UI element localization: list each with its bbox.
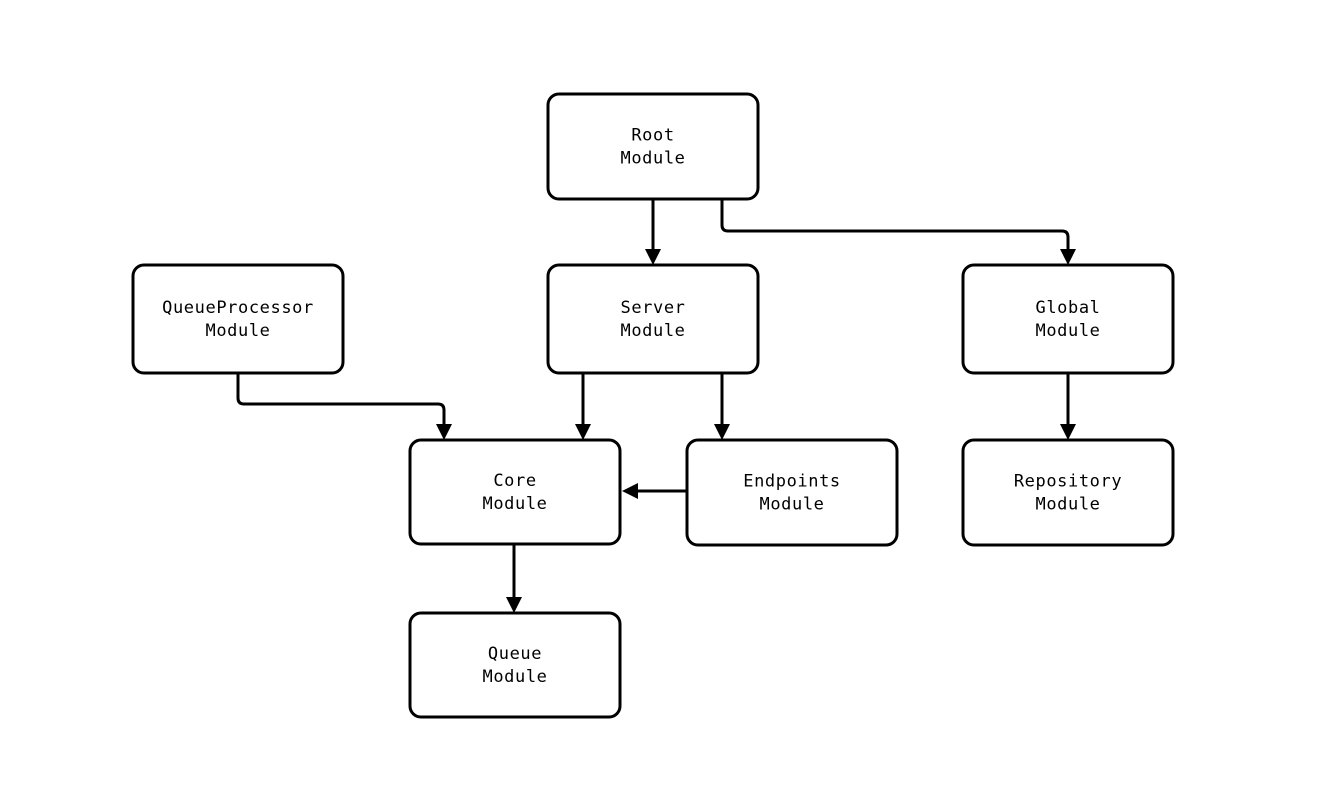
root-module-node-shape[interactable] (546, 92, 760, 201)
edges-layer (236, 199, 1076, 613)
queueprocessor-module-node-label-line2: Module (205, 321, 270, 341)
server-module-node-shape[interactable] (546, 263, 760, 375)
queue-module-node-shape[interactable] (408, 611, 622, 719)
core-module-node-label-line2: Module (482, 494, 547, 514)
edge-global-to-repository (1060, 373, 1076, 440)
edge-endpoints-to-core-arrowhead-icon (622, 483, 638, 499)
edge-queueprocessor-to-core (236, 373, 452, 440)
queueprocessor-module-node-label-line1: QueueProcessor (162, 298, 314, 318)
server-module-node-label-line1: Server (620, 298, 685, 318)
edge-root-to-server-arrowhead-icon (645, 249, 661, 265)
edge-root-to-global (720, 199, 1076, 265)
root-module-node-label-line1: Root (631, 126, 674, 146)
repository-module-node-label-line2: Module (1035, 495, 1100, 515)
queue-module-node-label-line2: Module (482, 667, 547, 687)
endpoints-module-node-shape[interactable] (685, 438, 899, 547)
edge-root-to-global-arrowhead-icon (1060, 249, 1076, 265)
global-module-node-label-line2: Module (1035, 321, 1100, 341)
root-module-node-label-line2: Module (620, 149, 685, 169)
server-module-node-label-line2: Module (620, 321, 685, 341)
nodes-layer: RootModuleQueueProcessorModuleServerModu… (131, 92, 1175, 719)
endpoints-module-node-label-line1: Endpoints (743, 472, 841, 492)
queueprocessor-module-node-shape[interactable] (131, 263, 345, 375)
edge-core-to-queue-arrowhead-icon (506, 597, 522, 613)
edge-endpoints-to-core (622, 483, 687, 499)
edge-server-to-core (575, 373, 591, 440)
repository-module-node-label-line1: Repository (1014, 472, 1122, 492)
queue-module-node-label-line1: Queue (488, 644, 542, 664)
edge-core-to-queue (506, 544, 522, 613)
edge-root-to-global-line (720, 199, 1070, 253)
edge-server-to-endpoints-arrowhead-icon (714, 424, 730, 440)
global-module-node-shape[interactable] (961, 263, 1175, 375)
edge-server-to-endpoints (714, 373, 730, 440)
edge-queueprocessor-to-core-arrowhead-icon (436, 424, 452, 440)
core-module-node-shape[interactable] (408, 438, 622, 546)
edge-root-to-server (645, 199, 661, 265)
edge-server-to-core-arrowhead-icon (575, 424, 591, 440)
repository-module-node-shape[interactable] (961, 438, 1175, 547)
edge-queueprocessor-to-core-line (236, 373, 446, 428)
endpoints-module-node-label-line2: Module (759, 495, 824, 515)
core-module-node-label-line1: Core (493, 471, 536, 491)
edge-global-to-repository-arrowhead-icon (1060, 424, 1076, 440)
global-module-node-label-line1: Global (1035, 298, 1100, 318)
